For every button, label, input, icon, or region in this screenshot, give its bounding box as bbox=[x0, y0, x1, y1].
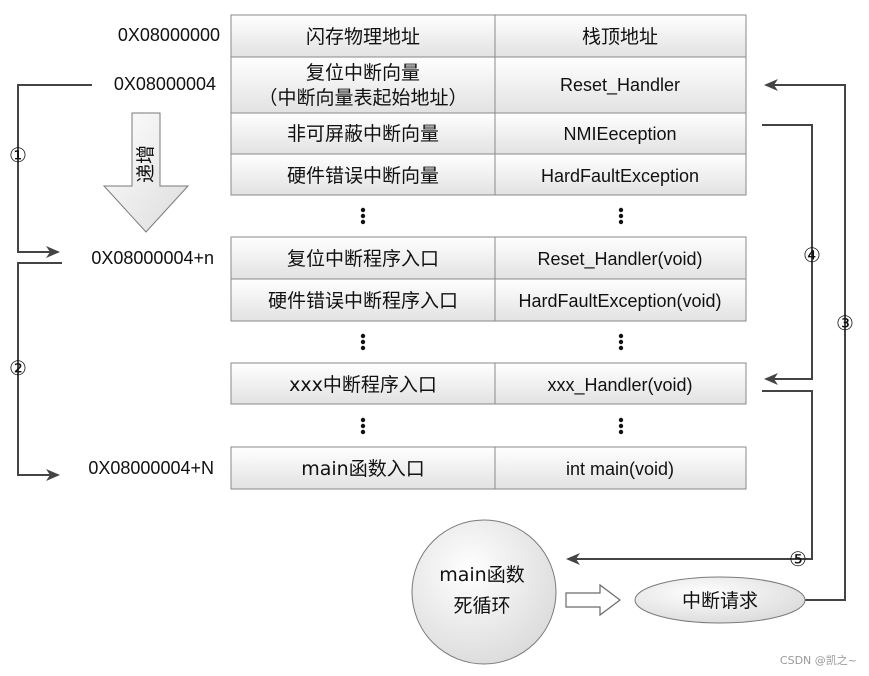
row2-left: 非可屏蔽中断向量 bbox=[287, 123, 439, 145]
increment-label: 递增 bbox=[135, 145, 157, 183]
credit-text: CSDN @凯之~ bbox=[780, 653, 857, 667]
marker-4: ④ bbox=[803, 243, 821, 267]
main-loop-line2: 死循环 bbox=[453, 595, 510, 617]
address-3: 0X08000004+N bbox=[88, 458, 214, 478]
arrow-2 bbox=[17, 262, 62, 481]
row7-right: int main(void) bbox=[566, 459, 674, 479]
arrow-3 bbox=[764, 79, 846, 601]
row4-left: 复位中断程序入口 bbox=[287, 248, 439, 270]
row1-right: Reset_Handler bbox=[560, 75, 680, 96]
row7-left: main函数入口 bbox=[301, 458, 424, 480]
row0-right: 栈顶地址 bbox=[582, 26, 658, 48]
marker-5: ⑤ bbox=[789, 547, 807, 571]
row0-left: 闪存物理地址 bbox=[306, 26, 420, 48]
vector-table-xxx bbox=[230, 362, 747, 405]
ellipsis-dots bbox=[360, 207, 624, 435]
main-loop-node: main函数 死循环 bbox=[411, 519, 557, 665]
row5-left: 硬件错误中断程序入口 bbox=[268, 290, 458, 312]
marker-2: ② bbox=[9, 356, 27, 380]
request-hollow-arrow bbox=[565, 583, 621, 617]
row4-right: Reset_Handler(void) bbox=[537, 249, 702, 270]
increment-arrow: 递增 bbox=[102, 112, 190, 233]
row3-left: 硬件错误中断向量 bbox=[287, 165, 439, 187]
row1-left-line2: （中断向量表起始地址） bbox=[258, 87, 467, 109]
marker-1: ① bbox=[9, 143, 27, 167]
main-loop-line1: main函数 bbox=[439, 564, 524, 586]
arrow-1 bbox=[17, 84, 92, 258]
interrupt-request-node: 中断请求 bbox=[634, 576, 806, 624]
arrow-5 bbox=[566, 390, 813, 565]
vector-table-main bbox=[230, 446, 747, 490]
row3-right: HardFaultException bbox=[541, 166, 699, 186]
row5-right: HardFaultException(void) bbox=[518, 291, 721, 311]
address-0: 0X08000000 bbox=[118, 25, 220, 45]
row1-left-line1: 复位中断向量 bbox=[306, 62, 420, 84]
address-2: 0X08000004+n bbox=[91, 248, 214, 268]
row2-right: NMIEeception bbox=[563, 124, 676, 144]
marker-3: ③ bbox=[836, 311, 854, 335]
arrow-4 bbox=[762, 124, 813, 385]
vector-table-top bbox=[230, 14, 747, 196]
address-1: 0X08000004 bbox=[114, 74, 216, 94]
interrupt-request-label: 中断请求 bbox=[682, 590, 758, 612]
vector-table-handlers bbox=[230, 236, 747, 322]
row6-right: xxx_Handler(void) bbox=[547, 375, 692, 396]
row6-left: xxx中断程序入口 bbox=[289, 374, 437, 396]
